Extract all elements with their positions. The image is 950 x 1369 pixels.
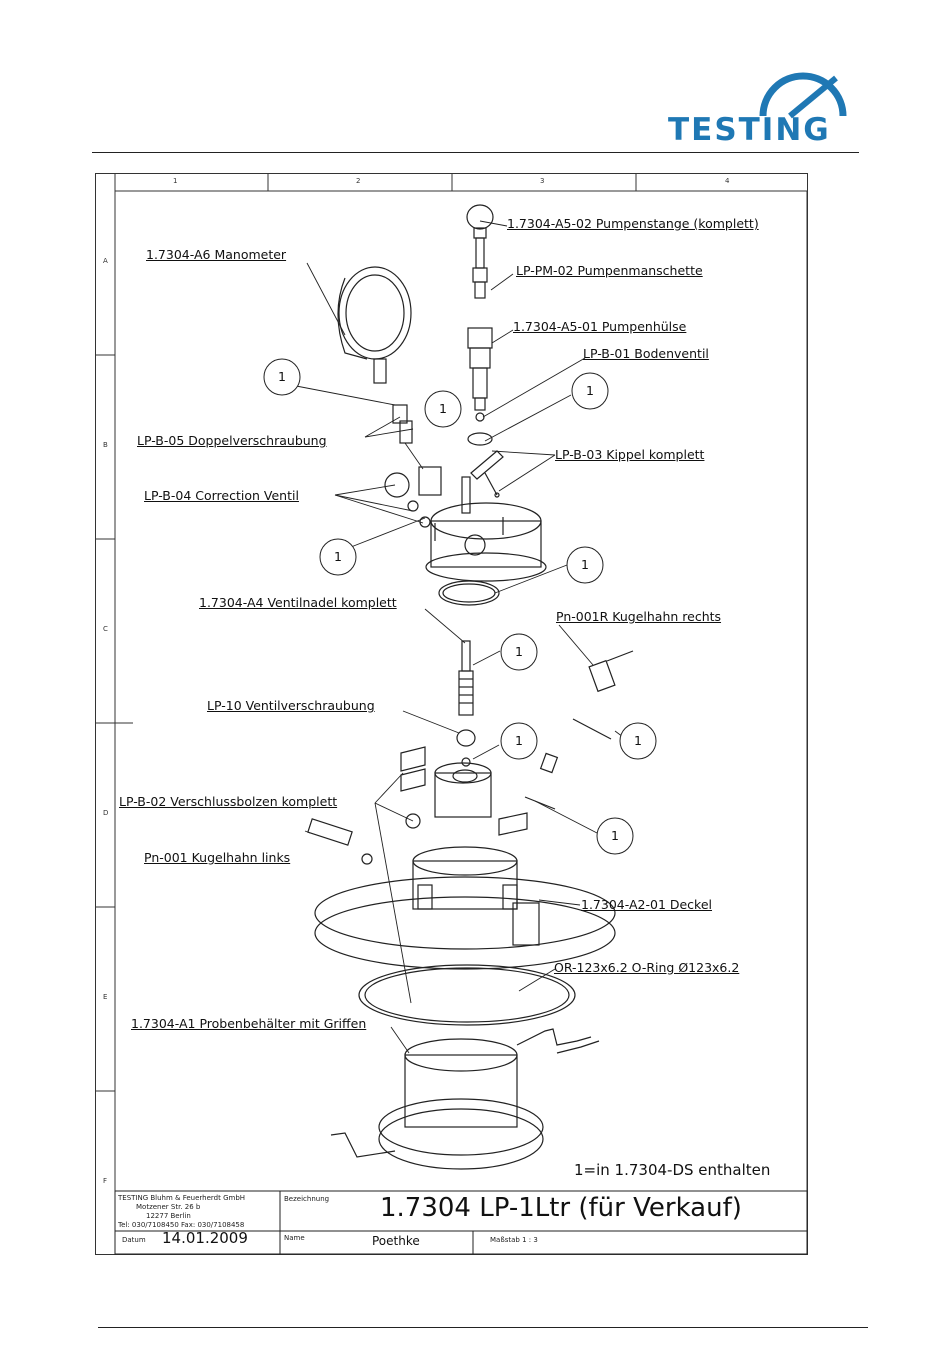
callout-9: 1 xyxy=(611,828,619,843)
zone-col-1: 1 xyxy=(173,177,178,185)
pump-knob xyxy=(466,204,494,230)
callout-8: 1 xyxy=(515,733,523,748)
label-pumpenhuelse: 1.7304-A5-01 Pumpenhülse xyxy=(513,319,687,334)
testing-logo: TESTING xyxy=(668,70,880,150)
label-pumpenstange: 1.7304-A5-02 Pumpenstange (komplett) xyxy=(507,216,759,231)
tb-street: Motzener Str. 26 b xyxy=(136,1203,201,1211)
label-doppelverschraubung: LP-B-05 Doppelverschraubung xyxy=(137,433,327,448)
drawing-date: 14.01.2009 xyxy=(162,1229,248,1247)
label-kippel: LP-B-03 Kippel komplett xyxy=(555,447,705,462)
tb-company: TESTING Bluhm & Feuerherdt GmbH xyxy=(118,1194,246,1202)
label-correction-ventil: LP-B-04 Correction Ventil xyxy=(144,488,299,503)
label-verschlussbolzen: LP-B-02 Verschlussbolzen komplett xyxy=(119,794,338,809)
tb-datum-label: Datum xyxy=(122,1236,146,1244)
callout-7: 1 xyxy=(634,733,642,748)
callout-3: 1 xyxy=(586,383,594,398)
zone-col-3: 3 xyxy=(540,177,545,185)
zone-col-4: 4 xyxy=(725,177,730,185)
zone-row-f: F xyxy=(103,1177,108,1185)
label-kugelhahn-links: Pn-001 Kugelhahn links xyxy=(144,850,291,865)
zone-row-a: A xyxy=(103,257,108,265)
label-kugelhahn-rechts: Pn-001R Kugelhahn rechts xyxy=(556,609,722,624)
content-note: 1=in 1.7304-DS enthalten xyxy=(574,1161,771,1179)
callout-5: 1 xyxy=(581,557,589,572)
header-divider xyxy=(92,152,859,153)
label-ventilnadel: 1.7304-A4 Ventilnadel komplett xyxy=(199,595,397,610)
label-pumpenmanschette: LP-PM-02 Pumpenmanschette xyxy=(516,263,703,278)
logo-text: TESTING xyxy=(668,112,831,148)
label-bodenventil: LP-B-01 Bodenventil xyxy=(583,346,709,361)
tb-scale: Maßstab 1 : 3 xyxy=(490,1236,538,1244)
zone-row-d: D xyxy=(103,809,109,817)
tb-city: 12277 Berlin xyxy=(146,1212,191,1220)
callout-6: 1 xyxy=(515,644,523,659)
label-ventilverschraubung: LP-10 Ventilverschraubung xyxy=(207,698,375,713)
exploded-assembly-drawing xyxy=(95,173,808,1255)
label-probenbehaelter: 1.7304-A1 Probenbehälter mit Griffen xyxy=(131,1016,367,1031)
logo-arc-icon xyxy=(759,72,847,119)
zone-col-2: 2 xyxy=(356,177,361,185)
callout-4: 1 xyxy=(334,549,342,564)
tb-contact: Tel: 030/7108450 Fax: 030/7108458 xyxy=(118,1221,245,1229)
zone-row-c: C xyxy=(103,625,108,633)
callout-2: 1 xyxy=(439,401,447,416)
drawing-title: 1.7304 LP-1Ltr (für Verkauf) xyxy=(380,1193,742,1223)
tb-name-label: Name xyxy=(284,1234,305,1242)
drawing-author: Poethke xyxy=(372,1234,420,1248)
callout-1: 1 xyxy=(278,369,286,384)
footer-divider xyxy=(98,1327,868,1328)
zone-row-b: B xyxy=(103,441,108,449)
tb-bezeichnung-label: Bezeichnung xyxy=(284,1195,330,1203)
label-o-ring: OR-123x6.2 O-Ring Ø123x6.2 xyxy=(554,960,740,975)
label-deckel: 1.7304-A2-01 Deckel xyxy=(581,897,713,912)
zone-row-e: E xyxy=(103,993,108,1001)
label-manometer: 1.7304-A6 Manometer xyxy=(146,247,287,262)
